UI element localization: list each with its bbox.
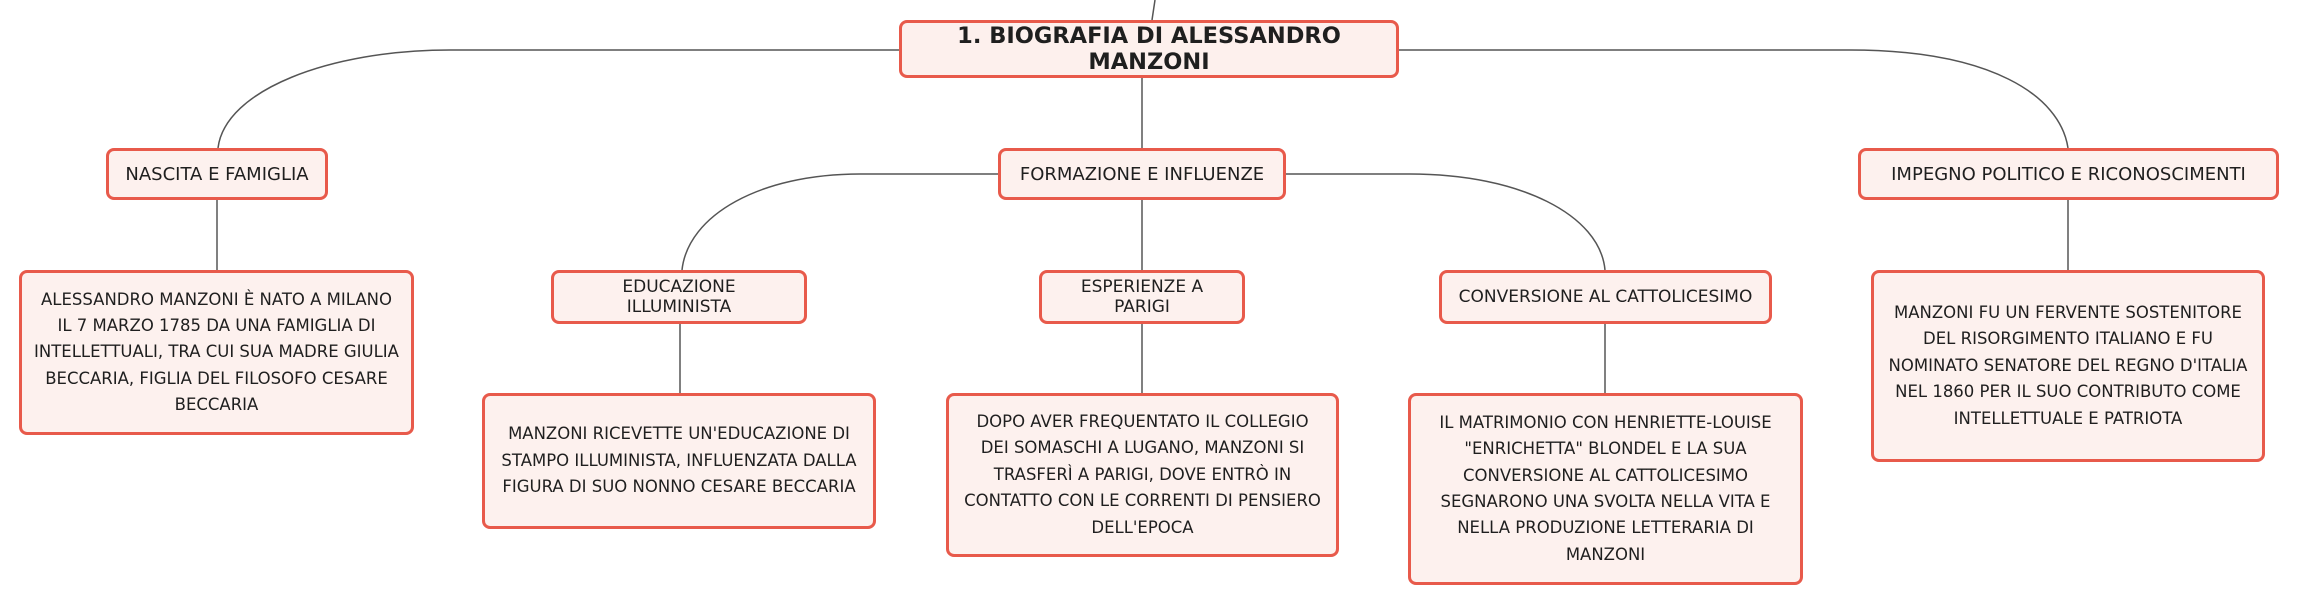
edge-root-impegno: [1399, 49, 2069, 149]
subtopic-label: CONVERSIONE AL CATTOLICESIMO: [1458, 287, 1753, 307]
detail-text: IL MATRIMONIO CON HENRIETTE-LOUISE "ENRI…: [1439, 412, 1772, 564]
topic-label: IMPEGNO POLITICO E RICONOSCIMENTI: [1891, 163, 2246, 185]
root-node[interactable]: 1. BIOGRAFIA DI ALESSANDRO MANZONI: [899, 20, 1399, 78]
edge-formazione-educazione: [681, 173, 998, 271]
subtopic-conversione-al-cattolicesimo[interactable]: CONVERSIONE AL CATTOLICESIMO: [1439, 270, 1772, 324]
topic-label: NASCITA E FAMIGLIA: [125, 163, 309, 185]
subtopic-label: ESPERIENZE A PARIGI: [1080, 277, 1204, 317]
detail-esperienze-a-parigi[interactable]: DOPO AVER FREQUENTATO IL COLLEGIO DEI SO…: [946, 393, 1339, 557]
edge-formazione-conversione: [1286, 173, 1606, 271]
detail-text: MANZONI FU UN FERVENTE SOSTENITORE DEL R…: [1888, 303, 2248, 428]
detail-conversione-al-cattolicesimo[interactable]: IL MATRIMONIO CON HENRIETTE-LOUISE "ENRI…: [1408, 393, 1803, 585]
topic-label: FORMAZIONE E INFLUENZE: [1019, 163, 1265, 185]
topic-impegno-politico-e-riconoscimenti[interactable]: IMPEGNO POLITICO E RICONOSCIMENTI: [1858, 148, 2279, 200]
detail-text: MANZONI RICEVETTE UN'EDUCAZIONE DI STAMP…: [501, 424, 857, 497]
detail-educazione-illuminista[interactable]: MANZONI RICEVETTE UN'EDUCAZIONE DI STAMP…: [482, 393, 876, 529]
edge-parent-root: [1151, 0, 1156, 21]
subtopic-label: EDUCAZIONE ILLUMINISTA: [622, 277, 736, 317]
detail-impegno-politico-e-riconoscimenti[interactable]: MANZONI FU UN FERVENTE SOSTENITORE DEL R…: [1871, 270, 2265, 462]
detail-text: DOPO AVER FREQUENTATO IL COLLEGIO DEI SO…: [964, 412, 1321, 537]
subtopic-esperienze-a-parigi[interactable]: ESPERIENZE A PARIGI: [1039, 270, 1245, 324]
detail-nascita-e-famiglia[interactable]: ALESSANDRO MANZONI È NATO A MILANO IL 7 …: [19, 270, 414, 435]
topic-nascita-e-famiglia[interactable]: NASCITA E FAMIGLIA: [106, 148, 328, 200]
edge-root-nascita: [217, 49, 899, 149]
subtopic-educazione-illuminista[interactable]: EDUCAZIONE ILLUMINISTA: [551, 270, 807, 324]
topic-formazione-e-influenze[interactable]: FORMAZIONE E INFLUENZE: [998, 148, 1286, 200]
root-title: 1. BIOGRAFIA DI ALESSANDRO MANZONI: [957, 23, 1341, 75]
detail-text: ALESSANDRO MANZONI È NATO A MILANO IL 7 …: [34, 289, 399, 415]
